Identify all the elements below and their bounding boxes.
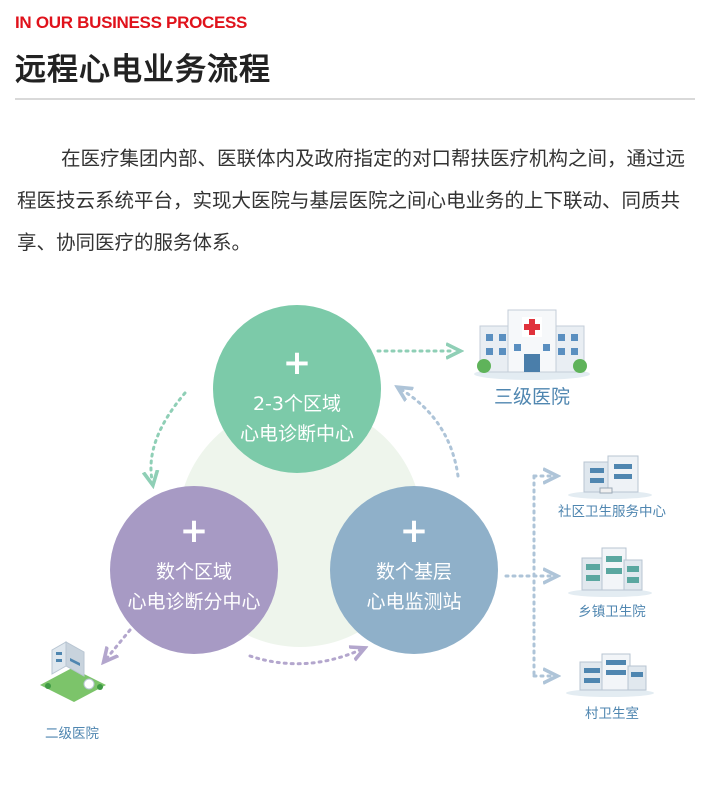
community-center-icon	[568, 455, 652, 499]
plus-icon: +	[180, 511, 209, 551]
node-sub-center-circle	[110, 486, 278, 654]
site-label-tertiary: 三级医院	[494, 386, 570, 408]
title-divider	[15, 98, 695, 100]
node-station: + 数个基层 心电监测站	[330, 486, 498, 654]
node-sub-center-line1: 数个区域	[156, 561, 232, 583]
site-label-community: 社区卫生服务中心	[558, 504, 666, 520]
village-clinic-icon	[566, 653, 654, 697]
township-hospital-icon	[568, 547, 652, 597]
plus-icon: +	[400, 511, 429, 551]
section-eyebrow: IN OUR BUSINESS PROCESS	[15, 13, 248, 32]
arrow-station-bracket	[504, 474, 536, 678]
process-diagram: + 2-3个区域 心电诊断中心 + 数个区域 心电诊断分中心 + 数个基层 心电…	[40, 305, 666, 742]
arrow-sub-to-station	[248, 650, 360, 666]
node-sub-center: + 数个区域 心电诊断分中心	[110, 486, 278, 654]
node-regional-center: + 2-3个区域 心电诊断中心	[213, 305, 381, 473]
node-regional-center-line1: 2-3个区域	[253, 393, 341, 415]
node-station-line1: 数个基层	[376, 561, 452, 583]
node-station-circle	[330, 486, 498, 654]
node-regional-center-circle	[213, 305, 381, 473]
arrow-sub-to-secondary	[107, 628, 132, 658]
tertiary-hospital-icon	[474, 309, 590, 380]
arrow-station-to-regional	[402, 390, 460, 478]
node-regional-center-line2: 心电诊断中心	[240, 423, 354, 445]
intro-paragraph: 在医疗集团内部、医联体内及政府指定的对口帮扶医疗机构之间，通过远程医技云系统平台…	[17, 147, 686, 254]
site-label-secondary: 二级医院	[45, 726, 99, 742]
secondary-hospital-icon	[40, 641, 106, 702]
site-label-village: 村卫生室	[585, 705, 639, 722]
plus-icon: +	[283, 343, 312, 383]
page-title: 远程心电业务流程	[15, 52, 271, 88]
node-sub-center-line2: 心电诊断分中心	[127, 591, 260, 613]
arrow-regional-to-sub	[151, 391, 187, 480]
site-label-township: 乡镇卫生院	[578, 604, 646, 620]
node-station-line2: 心电监测站	[366, 591, 461, 613]
